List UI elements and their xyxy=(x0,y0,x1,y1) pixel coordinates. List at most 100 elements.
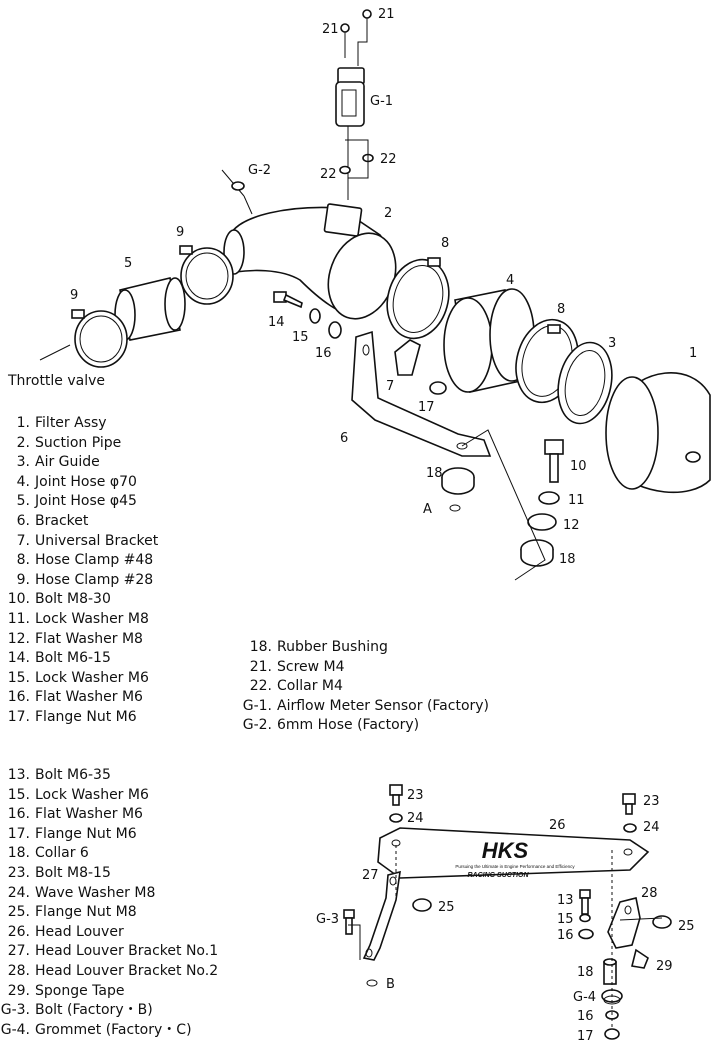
callout-g4: G-4 xyxy=(573,990,596,1005)
list-item: 16.Flat Washer M6 xyxy=(7,806,143,823)
list-item: G-3.Bolt (Factory・B) xyxy=(0,1002,153,1019)
airflow-meter-sensor xyxy=(335,67,365,200)
callout-25-right: 25 xyxy=(678,919,695,934)
callout-16: 16 xyxy=(315,346,332,361)
list-item: 10.Bolt M8-30 xyxy=(7,591,111,608)
callout-12: 12 xyxy=(563,518,580,533)
callout-21-left: 21 xyxy=(322,22,339,37)
list-item: 15.Lock Washer M6 xyxy=(7,669,149,686)
callout-29: 29 xyxy=(656,959,673,974)
list-item: G-4.Grommet (Factory・C) xyxy=(0,1021,192,1038)
callout-18-upper: 18 xyxy=(426,466,443,481)
flange-nut-m6 xyxy=(429,381,447,395)
list-item: 28.Head Louver Bracket No.2 xyxy=(7,962,219,979)
flange-nut-m8-right xyxy=(652,915,672,929)
callout-21-right: 21 xyxy=(378,7,395,22)
screw-21-right xyxy=(362,9,372,28)
callout-27: 27 xyxy=(362,868,379,883)
hose-6mm xyxy=(221,169,253,215)
lock-washer-m6-lower xyxy=(579,913,591,923)
callout-3: 3 xyxy=(608,336,616,351)
list-item: 3.Air Guide xyxy=(16,454,100,471)
callout-13: 13 xyxy=(557,893,574,908)
list-item: 22.Collar M4 xyxy=(249,678,343,695)
callout-a: A xyxy=(423,502,432,517)
list-item: 24.Wave Washer M8 xyxy=(7,884,156,901)
list-item: 7.Universal Bracket xyxy=(16,532,159,549)
list-item: 14.Bolt M6-15 xyxy=(7,650,111,667)
bolt-m8-15-left xyxy=(389,784,403,806)
list-item: 29.Sponge Tape xyxy=(7,982,125,999)
head-louver-bracket-2 xyxy=(607,897,641,949)
flat-washer-m6-lower xyxy=(578,928,594,940)
callout-22-left: 22 xyxy=(320,167,337,182)
callout-8-upper: 8 xyxy=(441,236,449,251)
list-item: 18.Rubber Bushing xyxy=(249,639,388,655)
louver-brand: RACING SUCTION xyxy=(467,872,529,879)
callout-18-collar: 18 xyxy=(577,965,594,980)
filter-assy xyxy=(605,372,711,494)
callout-11: 11 xyxy=(568,493,585,508)
bracket xyxy=(351,330,492,457)
bolt-m6-35 xyxy=(579,889,591,915)
point-a-marker xyxy=(449,504,461,512)
callout-17: 17 xyxy=(418,400,435,415)
callout-10: 10 xyxy=(570,459,587,474)
hks-logo: HKS xyxy=(482,838,529,863)
list-item: 8.Hose Clamp #48 xyxy=(16,552,154,569)
lock-washer-m6 xyxy=(309,308,321,324)
list-item: 11.Lock Washer M8 xyxy=(7,610,149,627)
bolt-g3 xyxy=(343,909,355,935)
callout-b: B xyxy=(386,977,395,992)
suction-pipe xyxy=(223,203,397,320)
screw-21-left xyxy=(340,23,350,42)
list-item: G-2.6mm Hose (Factory) xyxy=(242,717,420,734)
rubber-bushing-upper xyxy=(441,467,475,495)
list-item: 17.Flange Nut M6 xyxy=(7,825,137,842)
hose-clamp-28-upper xyxy=(179,245,234,305)
hose-clamp-48-upper xyxy=(386,257,450,340)
joint-hose-70 xyxy=(443,288,535,393)
bolt-m8-15-right xyxy=(622,793,636,815)
callout-g2: G-2 xyxy=(248,163,271,178)
callout-7: 7 xyxy=(386,379,394,394)
callout-16-bottom: 16 xyxy=(577,1009,594,1024)
callout-18-lower: 18 xyxy=(559,552,576,567)
callout-15: 15 xyxy=(292,330,309,345)
callout-24-right: 24 xyxy=(643,820,660,835)
list-item: 15.Lock Washer M6 xyxy=(7,786,149,803)
wave-washer-m8-left xyxy=(389,813,403,823)
callout-22-right: 22 xyxy=(380,152,397,167)
list-item: 16.Flat Washer M6 xyxy=(7,689,143,706)
lock-washer-m8 xyxy=(538,491,560,505)
callout-5: 5 xyxy=(124,256,132,271)
callout-2: 2 xyxy=(384,206,392,221)
collar-6 xyxy=(603,958,617,985)
list-item: 26.Head Louver xyxy=(7,923,124,940)
list-item: 2.Suction Pipe xyxy=(16,434,122,451)
list-item: 4.Joint Hose φ70 xyxy=(16,473,137,490)
universal-bracket xyxy=(394,339,421,376)
callout-8-lower: 8 xyxy=(557,302,565,317)
callout-6: 6 xyxy=(340,431,348,446)
parts-list-main: 1.Filter Assy 2.Suction Pipe 3.Air Guide… xyxy=(0,414,159,728)
flange-nut-m8-left xyxy=(412,898,432,912)
list-item: 13.Bolt M6-35 xyxy=(7,767,111,783)
list-item: 1.Filter Assy xyxy=(16,415,107,431)
list-item: 6.Bracket xyxy=(16,512,89,529)
list-item: 27.Head Louver Bracket No.1 xyxy=(7,943,219,960)
flange-nut-m6-bottom xyxy=(604,1028,620,1040)
callout-17-bottom: 17 xyxy=(577,1029,594,1044)
list-item: 5.Joint Hose φ45 xyxy=(16,493,137,510)
sponge-tape xyxy=(631,948,649,969)
head-louver-bracket-1 xyxy=(362,870,401,961)
callout-25-left: 25 xyxy=(438,900,455,915)
hose-clamp-28-lower xyxy=(71,309,128,368)
parts-list-secondary: 18.Rubber Bushing 21.Screw M4 22.Collar … xyxy=(226,638,489,736)
list-item: 12.Flat Washer M8 xyxy=(7,630,143,647)
callout-26: 26 xyxy=(549,818,566,833)
callout-14: 14 xyxy=(268,315,285,330)
callout-9-lower: 9 xyxy=(70,288,78,303)
list-item: 17.Flange Nut M6 xyxy=(7,708,137,725)
